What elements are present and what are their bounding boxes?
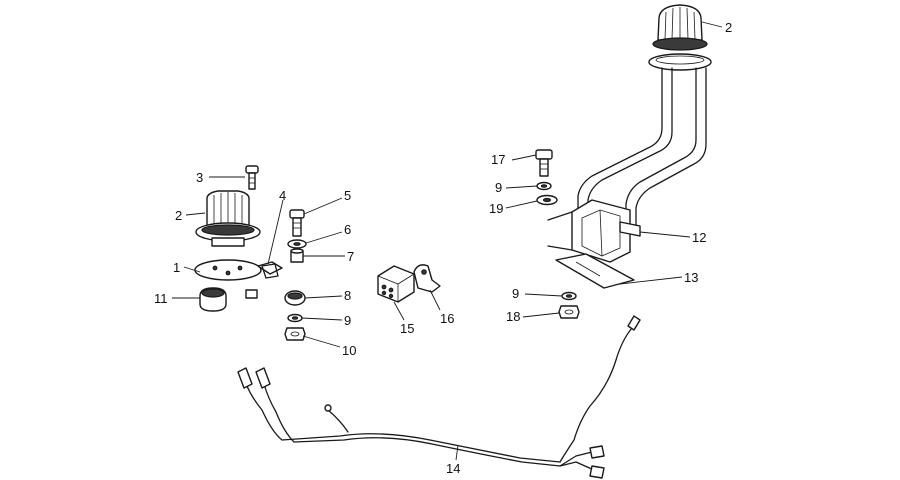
callout-12: 12 <box>692 230 706 245</box>
callout-5: 5 <box>344 188 351 203</box>
callout-labels: 3 2 1 11 4 5 6 7 8 9 10 15 16 17 9 19 2 … <box>154 20 732 476</box>
wiring-harness-14 <box>237 315 641 479</box>
callout-11: 11 <box>154 291 168 306</box>
washer-9-right-bottom <box>561 291 577 301</box>
callout-9-right-bottom: 9 <box>512 286 519 301</box>
callout-7: 7 <box>347 249 354 264</box>
base-plate-1 <box>194 259 283 281</box>
callout-14: 14 <box>446 461 460 476</box>
callout-8: 8 <box>344 288 351 303</box>
callout-4: 4 <box>279 188 286 203</box>
warning-light-2-right <box>648 4 712 71</box>
screw-3 <box>245 165 259 190</box>
nut-18 <box>558 305 580 319</box>
callout-9-left: 9 <box>344 313 351 328</box>
grommet-8 <box>284 290 306 306</box>
callout-2-right: 2 <box>725 20 732 35</box>
leader-lines <box>172 21 723 461</box>
washer-6 <box>287 239 307 249</box>
warning-light-2-left <box>195 190 261 247</box>
plate-13 <box>555 253 635 289</box>
callout-16: 16 <box>440 311 454 326</box>
washer-19 <box>536 194 558 206</box>
bolt-5 <box>289 209 305 237</box>
bolt-17 <box>535 149 553 177</box>
callout-6: 6 <box>344 222 351 237</box>
callout-13: 13 <box>684 270 698 285</box>
clip-4 <box>245 263 279 299</box>
callout-15: 15 <box>400 321 414 336</box>
callout-18: 18 <box>506 309 520 324</box>
spacer-7 <box>290 248 304 263</box>
callout-17: 17 <box>491 152 505 167</box>
bracket-12 <box>547 199 641 263</box>
callout-19: 19 <box>489 201 503 216</box>
callout-2-left: 2 <box>175 208 182 223</box>
washer-9-right-top <box>536 181 552 191</box>
callout-1: 1 <box>173 260 180 275</box>
mounting-stand-tube <box>577 67 707 239</box>
callout-10: 10 <box>342 343 356 358</box>
bracket-16 <box>413 264 441 293</box>
connector-15 <box>377 265 415 303</box>
washer-9-left <box>287 313 303 323</box>
callout-9-right-top: 9 <box>495 180 502 195</box>
cap-11 <box>199 287 227 312</box>
callout-3: 3 <box>196 170 203 185</box>
nut-10 <box>284 327 306 341</box>
